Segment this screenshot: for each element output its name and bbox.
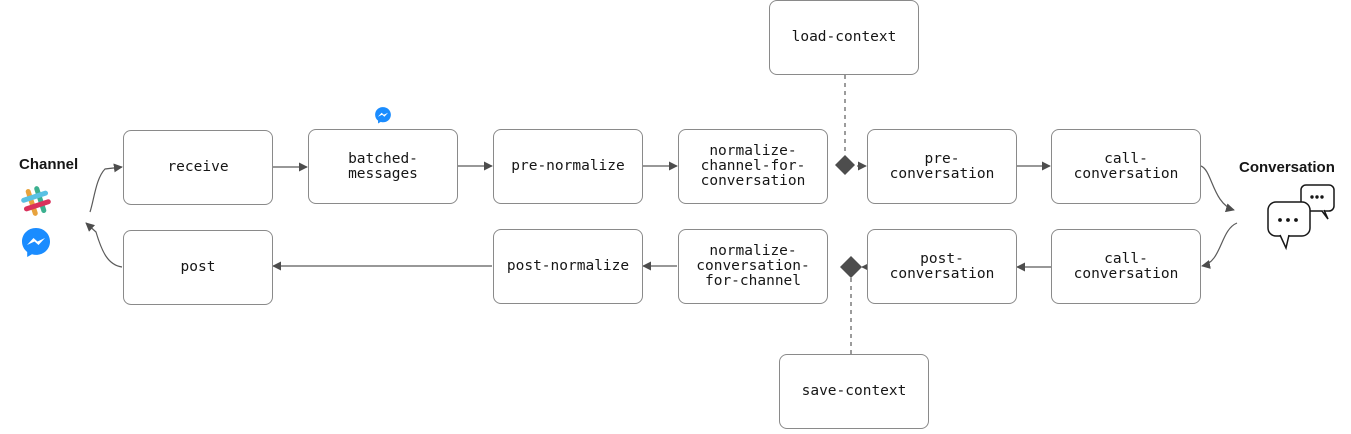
normalize-conversation-for-channel-box: normalize- conversation- for-channel [678, 229, 828, 304]
post-conversation-box: post- conversation [867, 229, 1017, 304]
save-context-box: save-context [779, 354, 929, 429]
call-conversation-in-box: call- conversation [1051, 129, 1201, 204]
post-normalize-box: post-normalize [493, 229, 643, 304]
conversation-label: Conversation [1239, 159, 1335, 176]
save-context-diamond [840, 256, 862, 278]
load-context-box: load-context [769, 0, 919, 75]
arrow-post-to-channel [85, 222, 123, 268]
post-box: post [123, 230, 273, 305]
messenger-icon [22, 228, 50, 257]
pre-conversation-box: pre- conversation [867, 129, 1017, 204]
normalize-channel-for-conversation-box: normalize- channel-for- conversation [678, 129, 828, 204]
channel-label: Channel [19, 156, 79, 173]
chat-bubbles-icon [1267, 184, 1335, 251]
arrow-channel-to-receive [89, 163, 123, 213]
call-conversation-out-box: call- conversation [1051, 229, 1201, 304]
batched-messages-box: batched- messages [308, 129, 458, 204]
slack-icon [21, 186, 51, 216]
receive-box: receive [123, 130, 273, 205]
arrow-right-to-callconversation [1201, 222, 1238, 269]
arrow-callconversation-to-right [1200, 165, 1235, 213]
load-context-diamond [835, 155, 855, 175]
batched-messages-badge [375, 107, 391, 124]
pre-normalize-box: pre-normalize [493, 129, 643, 204]
